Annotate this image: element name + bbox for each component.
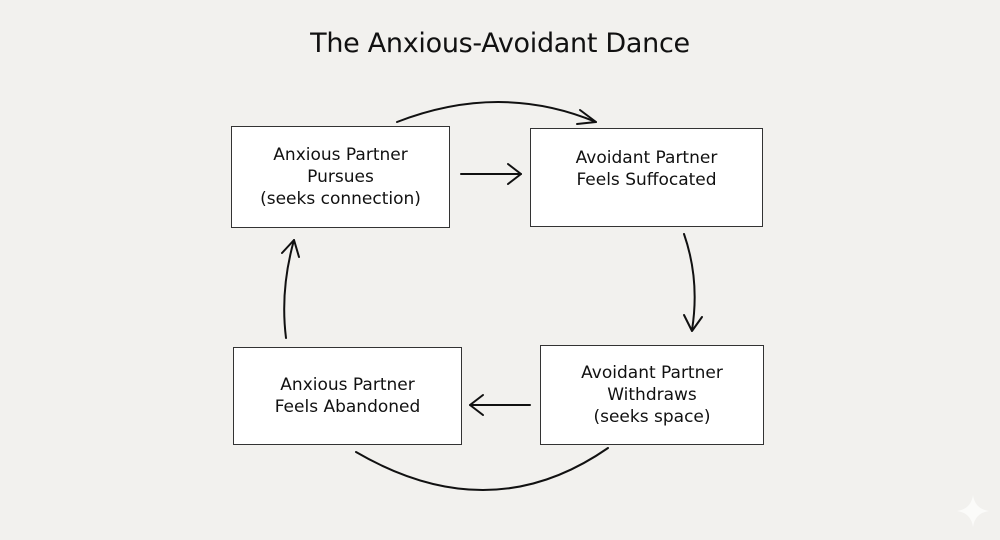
node-line: Anxious Partner	[280, 375, 415, 395]
arrow-withdraws-to-abandoned	[469, 394, 531, 416]
arrow-abandoned-to-pursues	[281, 239, 300, 339]
node-line: Feels Suffocated	[576, 170, 717, 190]
node-avoidant-withdraws: Avoidant Partner Withdraws (seeks space)	[540, 345, 764, 445]
node-line: Avoidant Partner	[581, 363, 723, 383]
node-line: Withdraws	[607, 385, 697, 405]
node-anxious-abandoned: Anxious Partner Feels Abandoned	[233, 347, 462, 445]
node-line: Feels Abandoned	[274, 397, 421, 417]
arrow-pursues-to-suffocated	[460, 163, 522, 185]
arrow-top-arc	[396, 101, 597, 125]
node-avoidant-suffocated: Avoidant Partner Feels Suffocated	[530, 128, 763, 227]
node-line: Anxious Partner	[273, 145, 408, 165]
node-line: Pursues	[307, 167, 374, 187]
node-line: Avoidant Partner	[575, 148, 718, 168]
node-anxious-pursues: Anxious Partner Pursues (seeks connectio…	[231, 126, 450, 228]
sparkle-icon	[957, 495, 989, 527]
node-line: (seeks connection)	[260, 189, 421, 209]
diagram-title: The Anxious-Avoidant Dance	[310, 28, 690, 59]
arrow-suffocated-to-withdraws	[683, 233, 703, 332]
arrow-bottom-arc	[355, 447, 609, 491]
node-line: (seeks space)	[593, 407, 711, 427]
